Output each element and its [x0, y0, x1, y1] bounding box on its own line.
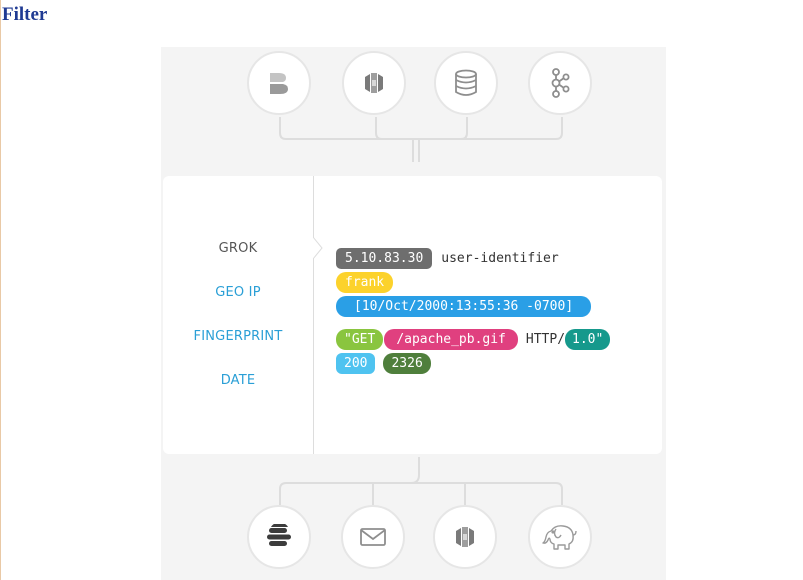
kinesis-icon — [342, 51, 406, 115]
log-line-1: 5.10.83.30 user-identifier — [336, 248, 559, 269]
filter-item-date[interactable]: DATE — [220, 373, 256, 388]
email-icon — [341, 505, 405, 569]
token-bytes: 2326 — [383, 353, 431, 374]
connector-lines — [279, 117, 563, 505]
selection-notch — [313, 237, 323, 259]
token-protocol: HTTP/ — [525, 332, 566, 347]
token-version: 1.0" — [565, 329, 611, 350]
beats-icon — [247, 51, 311, 115]
filter-item-grok[interactable]: GROK — [218, 241, 258, 256]
filter-plugin-list: GROK GEO IP FINGERPRINT DATE — [163, 176, 313, 454]
token-ip: 5.10.83.30 — [336, 248, 433, 269]
filter-diagram: GROK GEO IP FINGERPRINT DATE 5.10.83.30 … — [161, 47, 666, 580]
database-icon — [434, 51, 498, 115]
token-user: frank — [336, 272, 394, 293]
card-divider — [313, 176, 314, 454]
hadoop-icon — [528, 505, 592, 569]
left-border — [0, 0, 1, 580]
elasticsearch-icon — [247, 505, 311, 569]
token-status: 200 — [336, 353, 376, 374]
token-path: /apache_pb.gif — [384, 329, 518, 350]
token-method: "GET — [336, 329, 384, 350]
log-line-4: "GET /apache_pb.gif HTTP/ 1.0" — [336, 329, 611, 350]
filter-item-fingerprint[interactable]: FINGERPRINT — [193, 329, 283, 344]
filter-item-geoip[interactable]: GEO IP — [215, 285, 261, 300]
log-line-5: 200 2326 — [336, 353, 431, 374]
filter-card: GROK GEO IP FINGERPRINT DATE 5.10.83.30 … — [163, 176, 662, 454]
log-line-3: [10/Oct/2000:13:55:36 -0700] — [336, 296, 592, 317]
token-timestamp: [10/Oct/2000:13:55:36 -0700] — [336, 296, 592, 317]
page-title: Filter — [2, 4, 48, 25]
kinesis-icon — [433, 505, 497, 569]
token-ident: user-identifier — [441, 251, 559, 266]
kafka-icon — [528, 51, 592, 115]
log-line-2: frank — [336, 272, 394, 293]
